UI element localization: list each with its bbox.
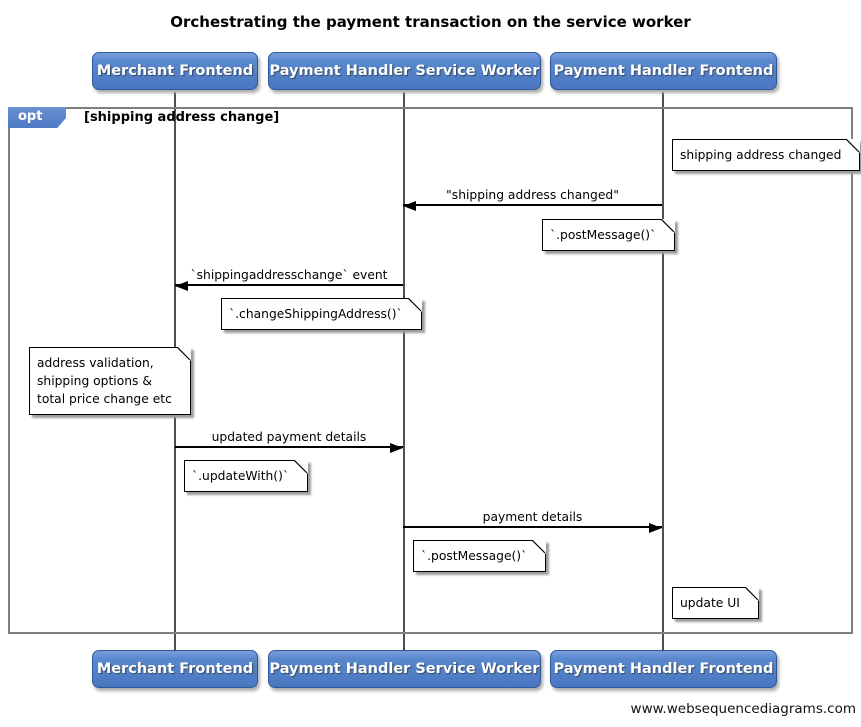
note-text: `.changeShippingAddress()` [229, 307, 403, 321]
note-fold-icon [531, 539, 547, 554]
note-fold-icon [293, 459, 309, 474]
message-arrow: `shippingaddresschange` event [175, 264, 403, 291]
actor-label: Payment Handler Frontend [553, 63, 774, 79]
opt-fragment-frame: opt [shipping address change] [8, 107, 853, 634]
actor-label: Merchant Frontend [96, 63, 254, 79]
opt-operator-tab: opt [8, 107, 66, 128]
actor-label: Payment Handler Service Worker [269, 63, 540, 79]
arrowhead-right-icon [649, 523, 662, 533]
diagram-title: Orchestrating the payment transaction on… [170, 13, 691, 31]
note-text-line: address validation, [37, 356, 154, 370]
note-text: `.postMessage()` [421, 549, 528, 563]
lifeline-payment-handler-service-worker [403, 92, 405, 650]
actor-label: Merchant Frontend [96, 661, 254, 677]
note-text-line: total price change etc [37, 392, 172, 406]
message-arrow: updated payment details [175, 426, 403, 453]
arrowhead-left-icon [403, 201, 416, 211]
note-text: `.postMessage()` [550, 228, 657, 242]
actor-box-payment-handler-service-worker-top: Payment Handler Service Worker [268, 52, 541, 90]
arrow-line [403, 526, 662, 528]
actor-box-merchant-frontend-bottom: Merchant Frontend [92, 650, 258, 688]
arrow-line [175, 446, 403, 448]
message-label: updated payment details [211, 430, 367, 444]
note-text: shipping address changed [680, 148, 842, 162]
message-label: payment details [482, 510, 583, 524]
message-label: `shippingaddresschange` event [190, 268, 388, 282]
message-label: "shipping address changed" [446, 188, 619, 202]
note-fold-icon [176, 346, 191, 361]
note-text: update UI [680, 596, 740, 610]
note: `.updateWith()` [184, 459, 309, 492]
actor-box-payment-handler-frontend-bottom: Payment Handler Frontend [550, 650, 777, 688]
note: `.postMessage()` [542, 218, 676, 251]
note-text: `.updateWith()` [192, 469, 290, 483]
actor-box-payment-handler-service-worker-bottom: Payment Handler Service Worker [268, 650, 541, 688]
arrow-line [175, 284, 403, 286]
opt-guard-label: [shipping address change] [84, 110, 280, 125]
note: `.changeShippingAddress()` [221, 297, 422, 330]
actor-box-merchant-frontend-top: Merchant Frontend [92, 52, 258, 90]
actor-box-payment-handler-frontend-top: Payment Handler Frontend [550, 52, 777, 90]
actor-label: Payment Handler Frontend [553, 661, 774, 677]
note: update UI [672, 586, 759, 619]
lifeline-payment-handler-frontend [662, 92, 664, 650]
note: `.postMessage()` [413, 539, 547, 572]
message-arrow: "shipping address changed" [403, 184, 662, 211]
actor-label: Payment Handler Service Worker [269, 661, 540, 677]
note: shipping address changed [672, 138, 861, 171]
note-fold-icon [407, 297, 422, 312]
watermark: www.websequencediagrams.com [630, 701, 856, 717]
note: address validation, shipping options & t… [29, 346, 191, 415]
message-arrow: payment details [403, 506, 662, 533]
note-fold-icon [744, 586, 759, 601]
note-text-line: shipping options & [37, 374, 152, 388]
arrow-line [403, 204, 662, 206]
note-fold-icon [660, 218, 676, 233]
arrowhead-right-icon [390, 443, 403, 453]
arrowhead-left-icon [175, 281, 188, 291]
note-fold-icon [846, 138, 861, 153]
